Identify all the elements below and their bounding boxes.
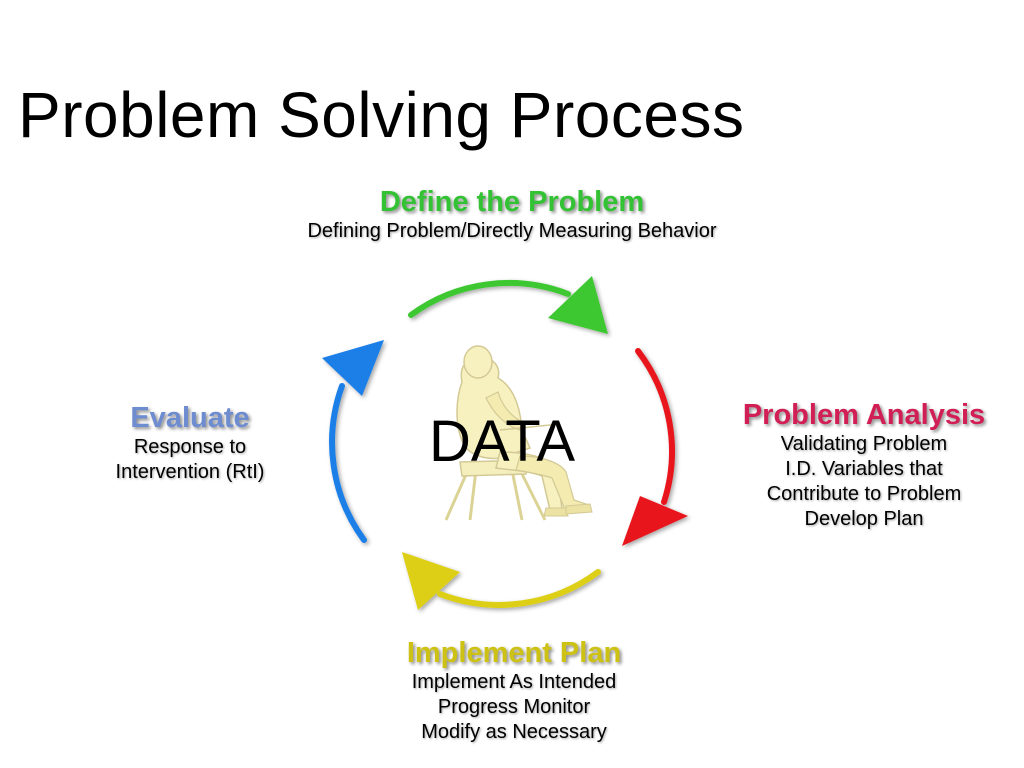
stage-line: Defining Problem/Directly Measuring Beha… — [307, 220, 717, 242]
stage-line: Modify as Necessary — [421, 721, 607, 743]
seated-person-writing-figure — [444, 345, 593, 521]
stage-line: I.D. Variables that — [785, 458, 943, 480]
slide-title: Problem Solving Process — [18, 79, 745, 151]
stage-line: Implement As Intended — [411, 671, 617, 693]
stage-problem-analysis: Problem Analysis Validating Problem I.D.… — [704, 398, 1024, 532]
stage-define-the-problem: Define the Problem Defining Problem/Dire… — [212, 185, 812, 244]
stage-title: Evaluate — [130, 402, 250, 434]
stage-line: Validating Problem — [780, 433, 948, 455]
stage-evaluate: Evaluate Response to Intervention (RtI) — [80, 401, 300, 485]
stage-line: Progress Monitor — [437, 696, 591, 718]
green-arrow — [408, 276, 608, 334]
stage-line: Intervention (RtI) — [115, 461, 265, 483]
yellow-arrow — [402, 552, 601, 610]
stage-line: Contribute to Problem — [766, 483, 962, 505]
red-arrow — [622, 348, 688, 546]
center-data-label: DATA — [428, 409, 576, 474]
stage-line: Develop Plan — [804, 508, 924, 530]
stage-line: Response to — [133, 436, 247, 458]
stage-implement-plan: Implement Plan Implement As Intended Pro… — [324, 636, 704, 745]
stage-title: Problem Analysis — [742, 399, 986, 431]
blue-arrow — [322, 340, 384, 543]
stage-title: Implement Plan — [406, 637, 622, 669]
stage-title: Define the Problem — [379, 186, 645, 218]
